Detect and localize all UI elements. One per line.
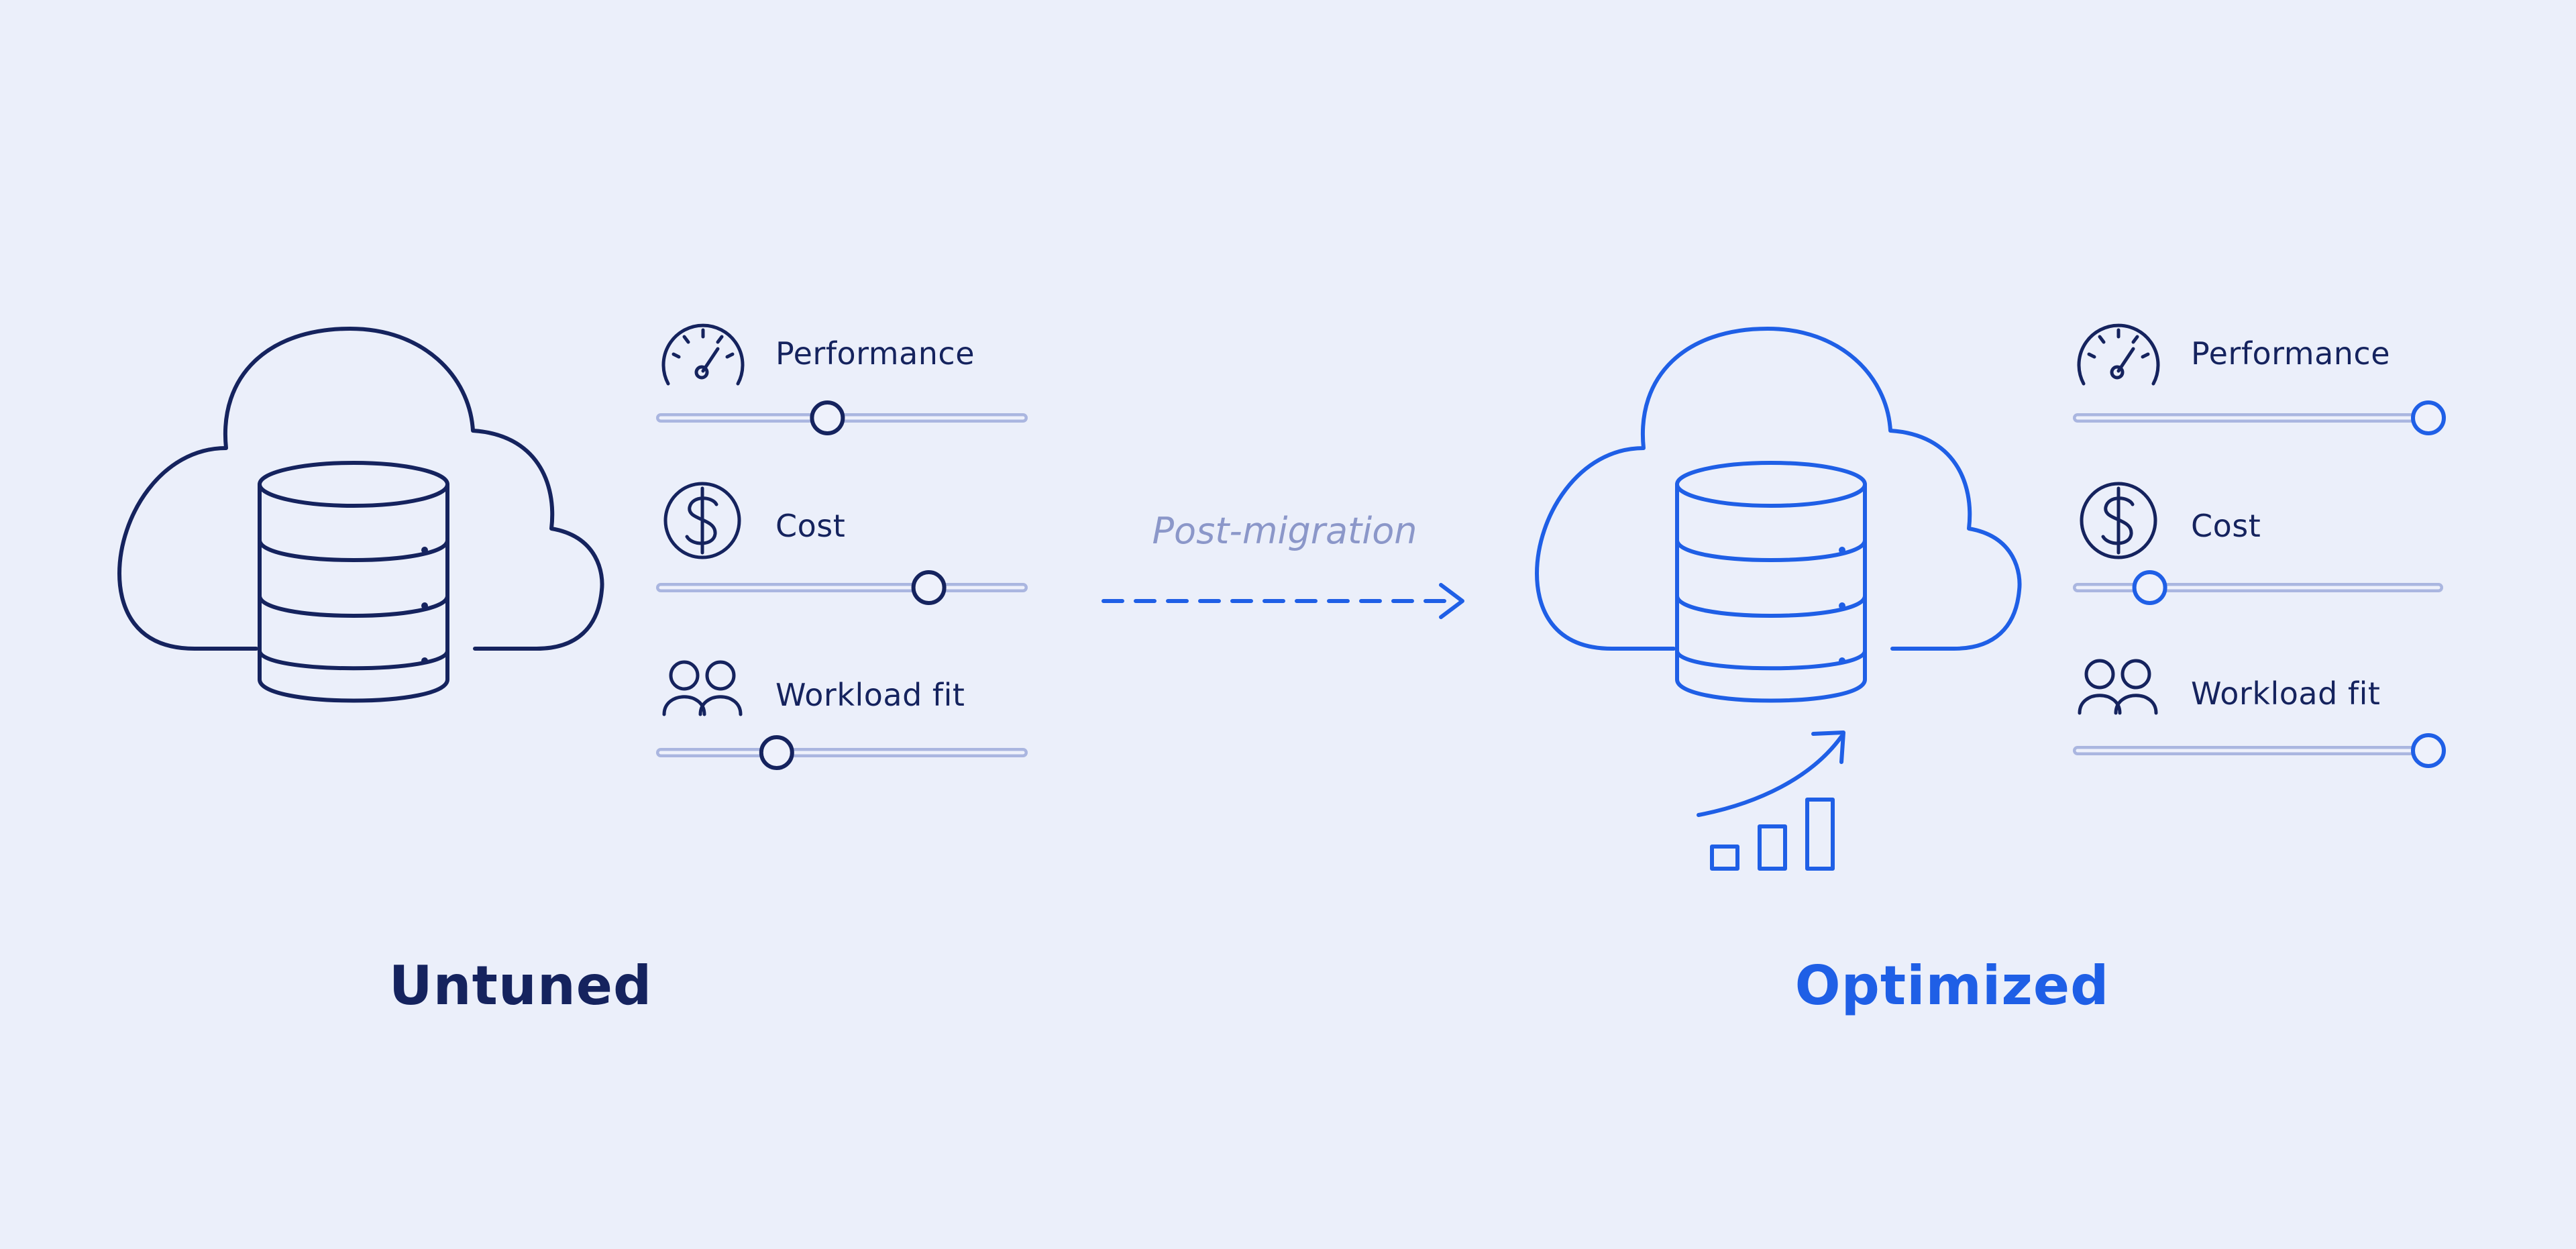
database-icon — [258, 461, 449, 703]
users-icon — [662, 660, 743, 716]
database-icon — [1675, 461, 1867, 703]
untuned-slider-cost — [656, 570, 1028, 605]
untuned-metric-performance: Performance — [661, 323, 975, 386]
cloud-outline — [1535, 327, 2022, 651]
rising-bar-chart-icon — [1697, 730, 1845, 871]
slider-knob — [911, 570, 947, 605]
metric-label: Performance — [2191, 335, 2390, 372]
metric-label: Cost — [775, 508, 845, 544]
optimized-metric-workload-fit: Workload fit — [2078, 659, 2380, 715]
slider-knob — [810, 400, 845, 435]
slider-knob — [2411, 400, 2446, 435]
metric-label: Workload fit — [2191, 675, 2380, 712]
dashed-arrow-right-icon — [1102, 583, 1464, 619]
untuned-slider-workload-fit — [656, 735, 1028, 770]
metric-label: Cost — [2191, 508, 2261, 544]
cloud-outline — [117, 327, 604, 651]
speedometer-icon — [2077, 323, 2160, 386]
optimized-slider-workload-fit — [2073, 733, 2446, 768]
slider-knob — [2132, 570, 2167, 605]
untuned-cloud-database-icon — [117, 327, 604, 703]
optimized-cloud-database-icon — [1535, 327, 2022, 703]
untuned-metric-workload-fit: Workload fit — [662, 660, 965, 716]
untuned-panel: Performance Cost — [117, 323, 1028, 1017]
transition: Post-migration — [1102, 510, 1464, 619]
metric-label: Workload fit — [775, 677, 965, 713]
transition-label: Post-migration — [1152, 510, 1417, 552]
optimized-slider-cost — [2073, 570, 2443, 605]
untuned-slider-performance — [656, 400, 1028, 435]
optimized-metric-cost: Cost — [2080, 482, 2261, 559]
metric-label: Performance — [775, 335, 975, 372]
slider-knob — [759, 735, 794, 770]
optimized-metric-performance: Performance — [2077, 323, 2390, 386]
untuned-metric-cost: Cost — [663, 482, 845, 559]
untuned-title: Untuned — [389, 955, 653, 1017]
optimized-title: Optimized — [1795, 955, 2110, 1017]
optimized-slider-performance — [2073, 400, 2446, 435]
users-icon — [2078, 659, 2158, 715]
dollar-coin-icon — [663, 482, 741, 559]
dollar-coin-icon — [2080, 482, 2157, 559]
speedometer-icon — [661, 323, 745, 386]
slider-knob — [2411, 733, 2446, 768]
optimized-panel: Performance Cost — [1535, 323, 2446, 1017]
